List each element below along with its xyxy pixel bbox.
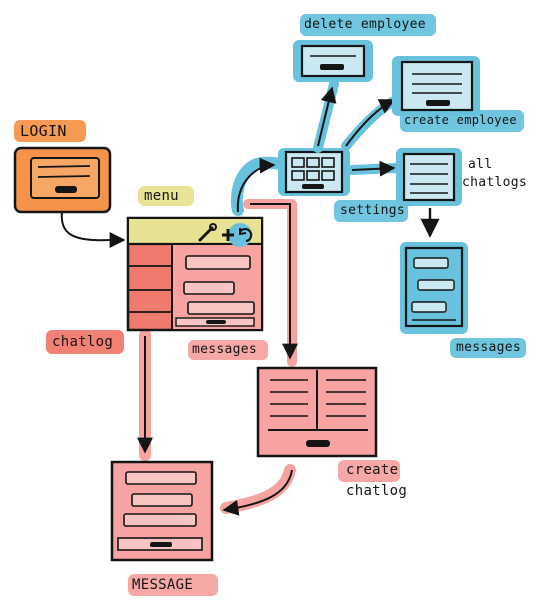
menu-to-create-chatlog-arrow: [250, 203, 298, 360]
login-label: LOGIN: [20, 122, 67, 140]
create-chatlog-highlight: [338, 460, 400, 482]
settings-label-highlight: [334, 200, 408, 222]
message-screen: [110, 460, 214, 562]
messages-label-pink: messages: [192, 342, 258, 357]
create-to-message-arrow: [222, 469, 293, 516]
login-label-highlight: [14, 120, 86, 142]
message-label: MESSAGE: [132, 577, 194, 593]
settings-to-delete-arrow: [317, 86, 337, 147]
refresh-icon[interactable]: [239, 227, 253, 243]
all-chatlogs-label-line1: all: [468, 157, 493, 172]
settings-screen: [278, 148, 350, 196]
message-bubble: [123, 513, 197, 527]
create-employee-label: create employee: [404, 113, 517, 127]
create-chatlog-label-line2: chatlog: [346, 483, 408, 499]
settings-to-create-employee-arrow: [345, 99, 396, 147]
messages-label-blue: messages: [456, 340, 522, 355]
login-screen: [13, 146, 112, 214]
messages-label-highlight-pink: [188, 340, 268, 360]
chatlog-label-highlight: [46, 330, 124, 354]
menu-screen: [126, 216, 264, 332]
all-chatlogs-screen: [396, 148, 462, 206]
delete-employee-highlight: [300, 14, 436, 36]
settings-to-all-chatlogs-arrow: [351, 160, 396, 177]
message-bubble: [131, 493, 193, 507]
create-chatlog-screen: [256, 366, 378, 458]
create-employee-screen: [392, 56, 480, 116]
delete-employee-label: delete employee: [304, 17, 426, 32]
create-employee-button[interactable]: [426, 100, 450, 106]
message-bubble: [125, 471, 197, 485]
delete-employee-screen: [293, 40, 373, 82]
login-button[interactable]: [55, 186, 77, 193]
menu-label: menu: [144, 188, 179, 204]
messages-label-highlight-blue: [450, 338, 526, 358]
login-to-menu-arrow: [60, 211, 126, 248]
menu-label-highlight: [138, 186, 194, 206]
all-chatlogs-label-line2: chatlogs: [462, 175, 528, 190]
settings-label: settings: [340, 203, 406, 218]
delete-employee-button[interactable]: [320, 64, 344, 70]
menu-message-bubble: [183, 281, 235, 295]
blue-messages-screen: [400, 242, 468, 334]
menu-to-settings-arrow: [236, 157, 276, 213]
menu-message-bubble: [185, 255, 251, 270]
message-label-highlight: [128, 574, 218, 596]
create-chatlog-label-line1: create: [346, 462, 399, 478]
plus-icon[interactable]: [222, 229, 234, 241]
create-chatlog-button[interactable]: [306, 440, 330, 447]
wrench-icon[interactable]: [198, 223, 217, 242]
menu-message-bubble: [187, 301, 255, 315]
chatlog-label: chatlog: [52, 334, 114, 350]
